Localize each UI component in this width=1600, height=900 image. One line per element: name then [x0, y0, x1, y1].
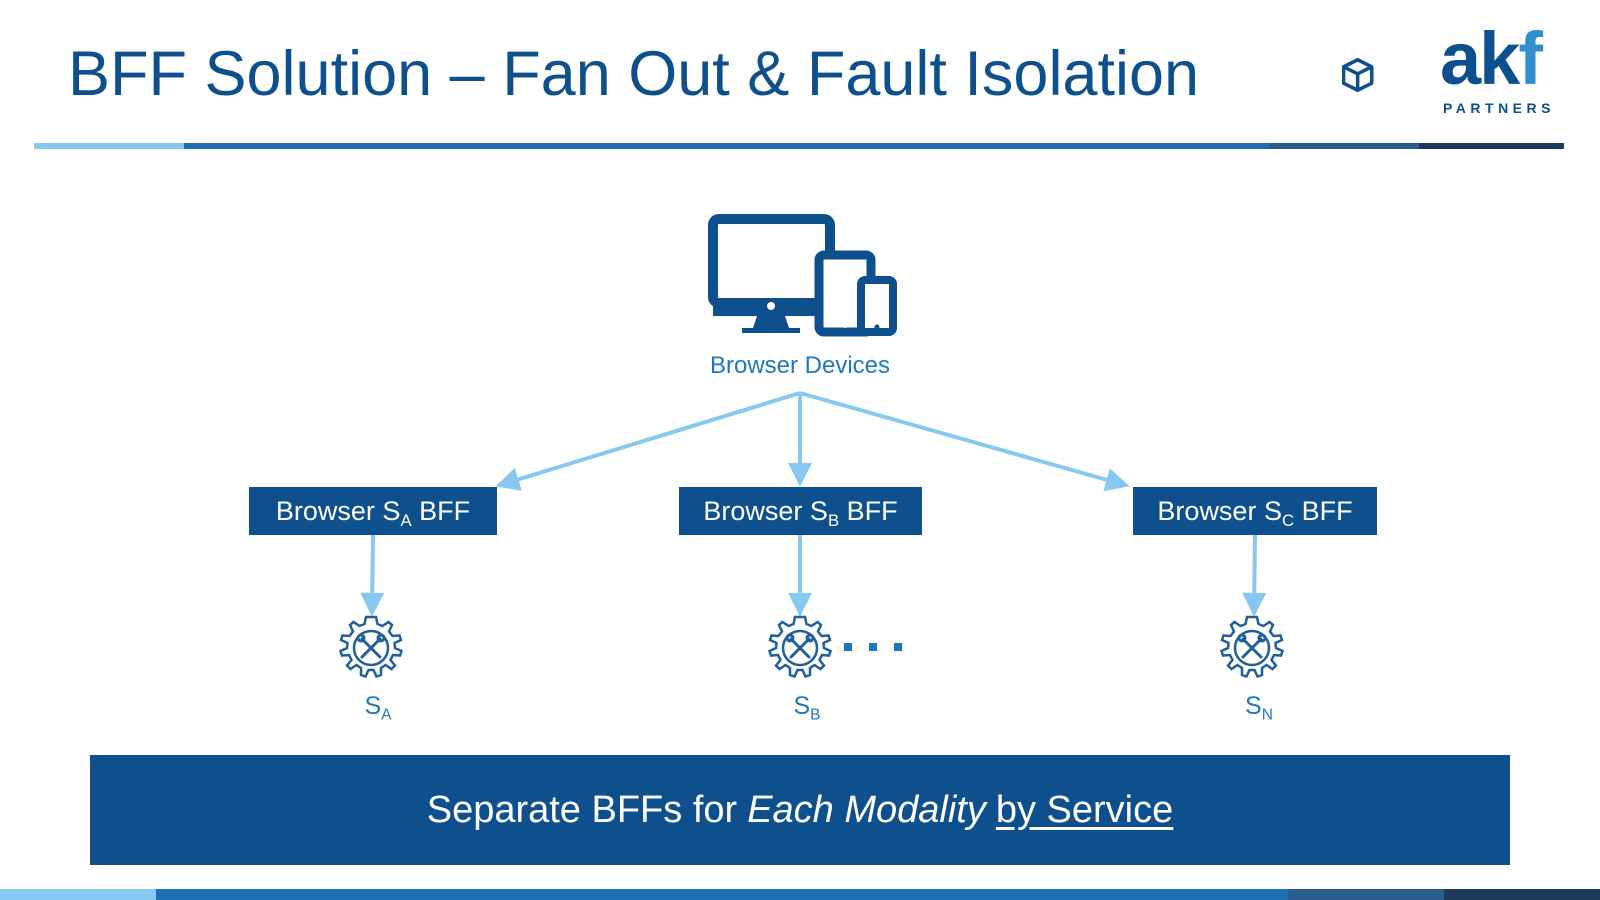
bff-a-suffix: BFF [411, 496, 471, 526]
arrow-devices-to-bff-a [495, 391, 801, 491]
service-a-label: SA [348, 692, 408, 724]
service-a-base: S [364, 692, 382, 720]
banner-text-underline: by Service [995, 788, 1174, 831]
bff-box-c: Browser SC BFF [1133, 487, 1377, 535]
bff-b-sub: B [827, 510, 840, 530]
banner-text-italic: Each Modality [747, 788, 986, 831]
arrow-devices-to-bff-c [799, 391, 1130, 492]
logo-word-accent: f [1518, 17, 1543, 100]
browser-devices-label: Browser Devices [709, 352, 891, 379]
banner-text-plain: Separate BFFs for [426, 788, 738, 831]
summary-banner: Separate BFFs for Each Modality by Servi… [90, 755, 1510, 865]
service-n-label: SN [1229, 692, 1289, 724]
logo-subtitle: PARTNERS [1443, 100, 1555, 116]
footer-rule [0, 889, 1600, 900]
arrow-bff-c-to-service [1242, 534, 1267, 617]
service-n-gear-icon [1220, 615, 1284, 678]
header-rule [34, 143, 1564, 149]
bff-c-suffix: BFF [1294, 496, 1353, 526]
browser-devices-icon [708, 214, 897, 337]
bff-box-b: Browser SB BFF [679, 487, 922, 535]
service-b-label: SB [777, 692, 837, 724]
bff-b-suffix: BFF [839, 496, 898, 526]
bff-c-sub: C [1281, 510, 1295, 530]
bff-b-prefix: Browser S [703, 496, 828, 526]
service-b-sub: B [810, 706, 821, 724]
logo-wordmark: akf [1440, 22, 1543, 96]
bff-c-prefix: Browser S [1157, 496, 1282, 526]
akf-logo-icon [1342, 57, 1374, 93]
bff-a-sub: A [400, 510, 412, 530]
arrow-bff-a-to-service [360, 534, 385, 617]
more-services-ellipsis [844, 643, 902, 651]
logo-word: ak [1440, 17, 1520, 100]
service-n-base: S [1245, 692, 1262, 720]
service-b-gear-icon [768, 615, 832, 678]
bff-box-a: Browser SA BFF [249, 487, 497, 535]
service-a-sub: A [381, 706, 392, 724]
service-b-base: S [793, 692, 811, 720]
service-n-sub: N [1261, 706, 1273, 724]
service-a-gear-icon [339, 615, 403, 678]
slide-title: BFF Solution – Fan Out & Fault Isolation [68, 39, 1200, 109]
bff-a-prefix: Browser S [275, 496, 401, 526]
